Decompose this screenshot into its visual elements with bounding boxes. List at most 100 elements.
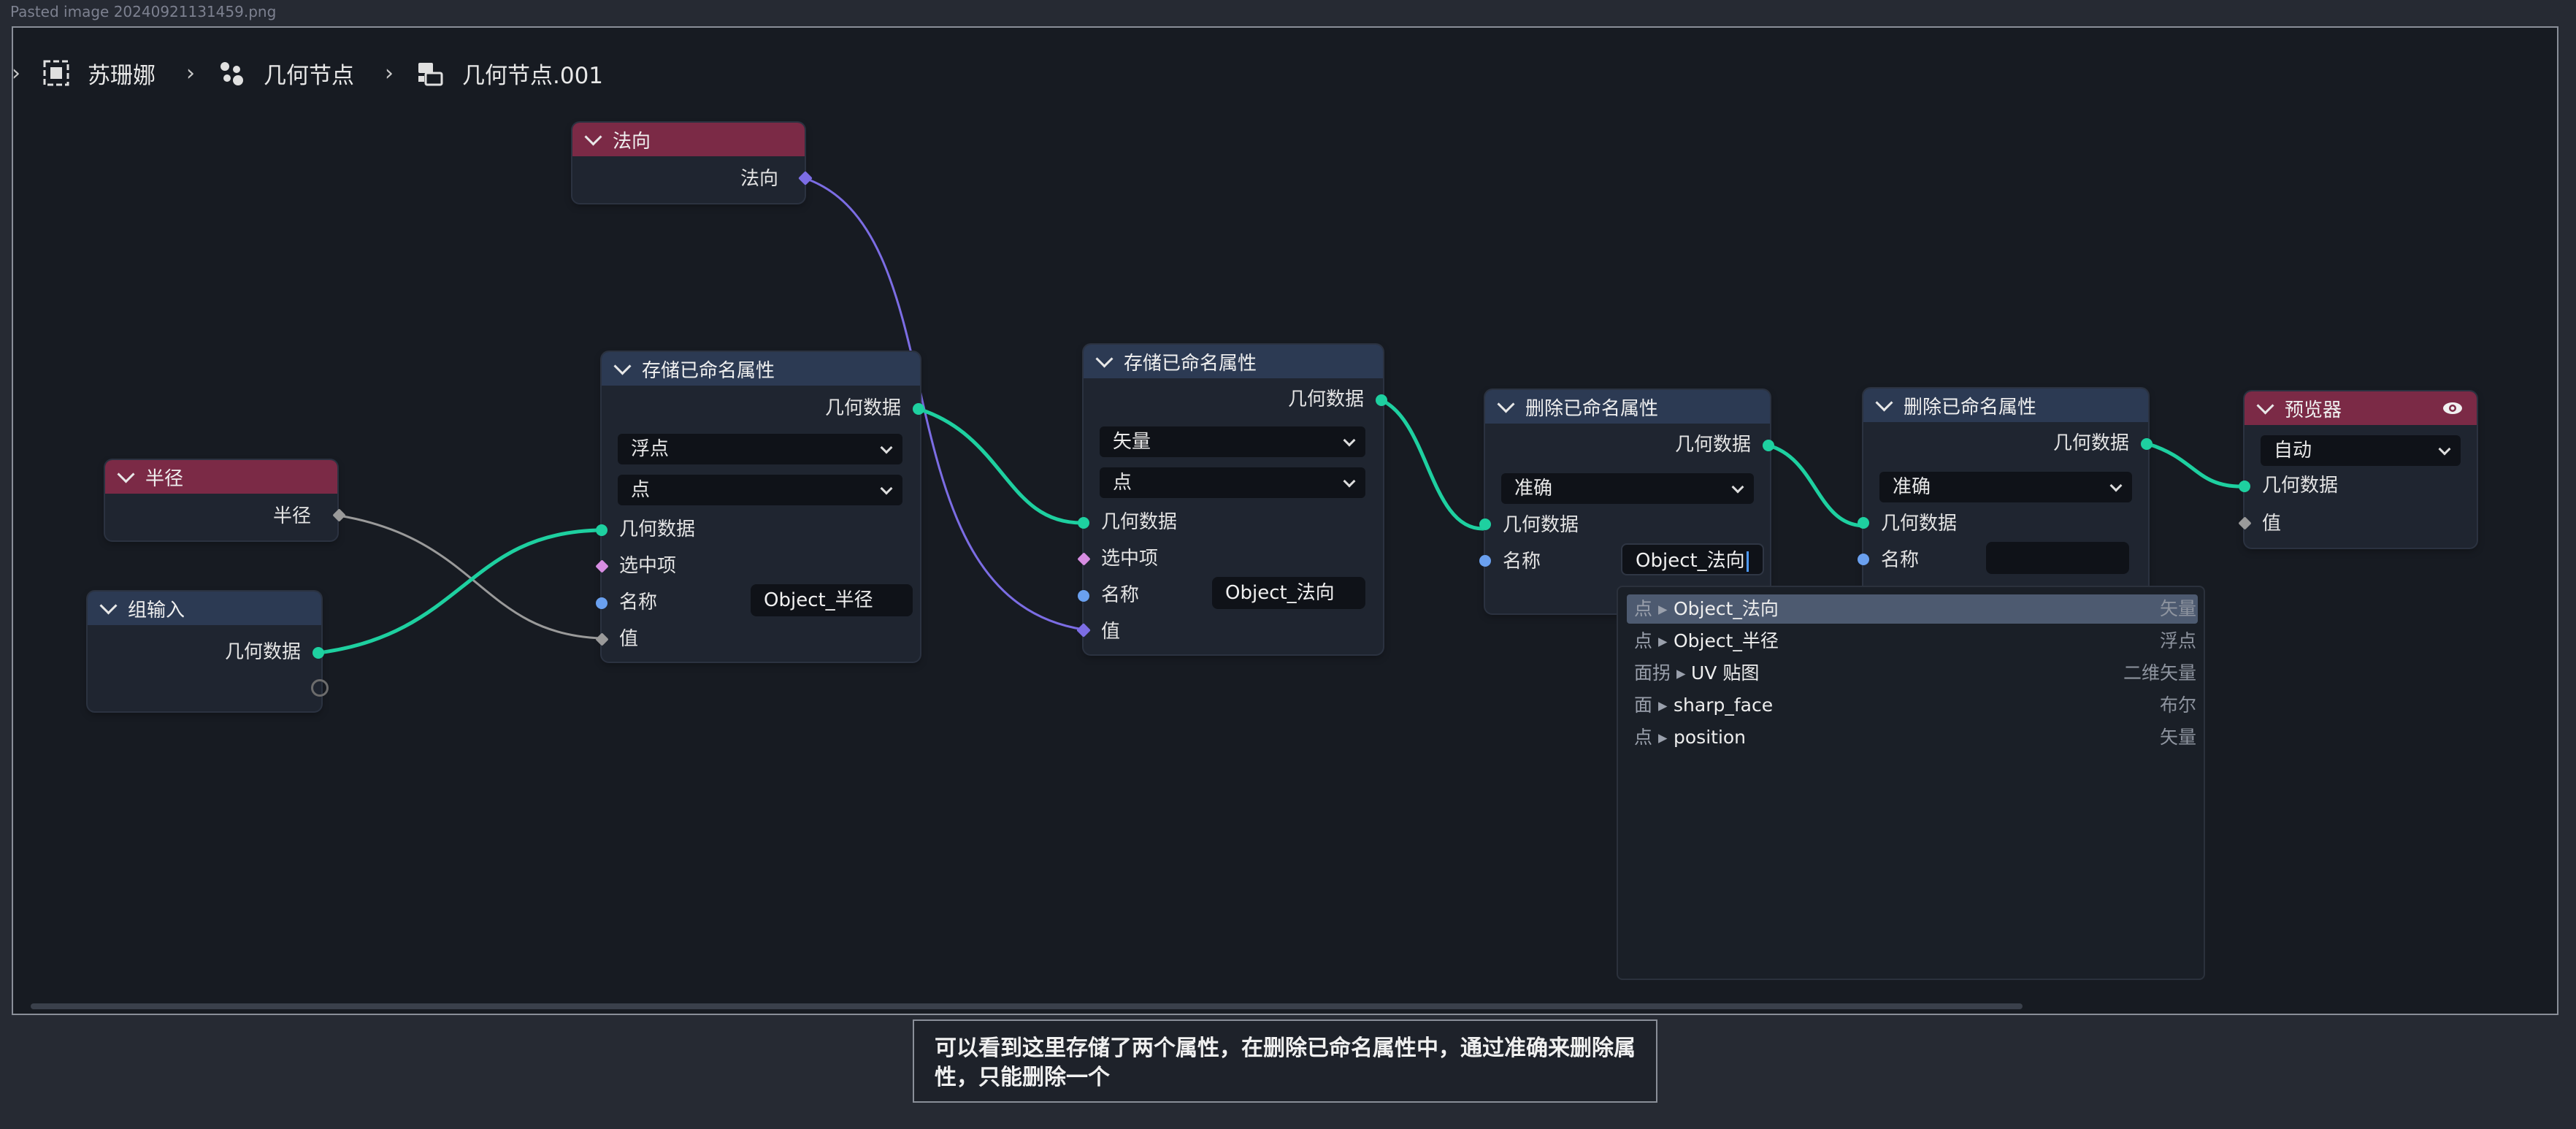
name-field[interactable]: Object_法向: [1212, 577, 1365, 609]
socket-input-geometry[interactable]: [1479, 518, 1491, 530]
dropdown-value: 浮点: [631, 438, 670, 460]
output-label: 法向: [740, 168, 778, 190]
name-field[interactable]: Object_半径: [751, 584, 913, 616]
input-label: 名称: [1101, 584, 1140, 606]
socket-input-geometry[interactable]: [596, 524, 607, 536]
node-remove-named-attribute-2[interactable]: 删除已命名属性 几何数据 准确 几何数据 名称: [1863, 389, 2148, 612]
socket-output-geometry[interactable]: [1763, 440, 1774, 451]
collapse-icon[interactable]: [117, 464, 135, 483]
socket-input-geometry[interactable]: [1078, 517, 1089, 529]
node-header[interactable]: 半径: [105, 460, 337, 494]
breadcrumb-node-tree[interactable]: 几何节点.001: [462, 62, 604, 89]
input-label: 值: [1101, 621, 1121, 643]
chevron-down-icon: [880, 482, 893, 495]
attribute-domain: 面拐 ▸: [1634, 662, 1686, 684]
attribute-name: position: [1674, 727, 1747, 748]
output-label: 几何数据: [224, 641, 301, 663]
socket-input-name[interactable]: [1858, 554, 1869, 565]
attribute-option[interactable]: 面拐 ▸ UV 贴图 二维矢量: [1627, 659, 2198, 688]
image-filename: Pasted image 20240921131459.png: [10, 3, 277, 20]
link-remove1-to-remove2-geometry: [1768, 443, 1864, 528]
eye-icon[interactable]: [2442, 400, 2464, 416]
socket-input-geometry[interactable]: [1858, 517, 1869, 529]
socket-output-geometry[interactable]: [2141, 438, 2153, 450]
attribute-option[interactable]: 点 ▸ Object_法向 矢量: [1627, 594, 2198, 624]
node-title: 半径: [145, 467, 184, 490]
socket-input-name[interactable]: [1078, 590, 1089, 602]
object-icon: [43, 60, 69, 86]
attribute-domain: 点 ▸: [1634, 727, 1668, 748]
attribute-name: Object_半径: [1674, 630, 1779, 651]
node-header[interactable]: 组输入: [88, 592, 321, 625]
input-label: 选中项: [1101, 548, 1159, 570]
node-viewer[interactable]: 预览器 自动 几何数据 值: [2245, 391, 2477, 548]
node-header[interactable]: 存储已命名属性: [602, 352, 920, 386]
horizontal-scrollbar[interactable]: [31, 1003, 2023, 1009]
dropdown-value: 点: [631, 479, 651, 501]
collapse-icon[interactable]: [584, 127, 602, 146]
chevron-down-icon: [2438, 443, 2451, 456]
node-store-named-attribute-2[interactable]: 存储已命名属性 几何数据 矢量 点 几何数据 选中项 名称 Object_法向 …: [1084, 345, 1383, 654]
breadcrumb: › 苏珊娜 › 几何节点 › 几何节点.001: [13, 53, 603, 93]
attribute-domain: 面 ▸: [1634, 694, 1668, 716]
breadcrumb-modifier[interactable]: 几何节点: [264, 62, 354, 89]
attribute-option[interactable]: 点 ▸ Object_半径 浮点: [1627, 627, 2198, 656]
node-header[interactable]: 删除已命名属性: [1863, 389, 2148, 422]
data-type-dropdown[interactable]: 浮点: [618, 434, 902, 464]
node-remove-named-attribute-1[interactable]: 删除已命名属性 几何数据 准确 几何数据 名称 Object_法向: [1485, 390, 1770, 613]
socket-output-geometry[interactable]: [313, 647, 324, 659]
pattern-mode-dropdown[interactable]: 准确: [1501, 473, 1754, 504]
collapse-icon[interactable]: [1875, 393, 1893, 412]
input-label: 值: [619, 628, 639, 650]
socket-input-name[interactable]: [1479, 555, 1491, 567]
attribute-option[interactable]: 面 ▸ sharp_face 布尔: [1627, 691, 2198, 720]
socket-input-geometry[interactable]: [2239, 481, 2250, 492]
attribute-name: sharp_face: [1674, 694, 1774, 716]
socket-empty[interactable]: [311, 679, 329, 697]
data-type-dropdown[interactable]: 矢量: [1100, 426, 1365, 457]
breadcrumb-object[interactable]: 苏珊娜: [88, 62, 156, 89]
text-cursor: [1746, 551, 1749, 572]
collapse-icon[interactable]: [1497, 394, 1515, 413]
chevron-right-icon: ›: [12, 60, 20, 86]
collapse-icon[interactable]: [2256, 396, 2274, 415]
node-title: 组输入: [128, 599, 185, 621]
dropdown-value: 自动: [2274, 440, 2312, 462]
node-title: 预览器: [2285, 399, 2342, 421]
socket-output-geometry[interactable]: [913, 403, 924, 415]
attribute-option[interactable]: 点 ▸ position 矢量: [1627, 723, 2198, 752]
node-store-named-attribute-1[interactable]: 存储已命名属性 几何数据 浮点 点 几何数据 选中项 名称 Object_半径 …: [602, 352, 920, 662]
node-group-input[interactable]: 组输入 几何数据: [88, 592, 321, 711]
attribute-search-popup[interactable]: 点 ▸ Object_法向 矢量 点 ▸ Object_半径 浮点 面拐 ▸ U…: [1617, 586, 2205, 980]
node-header[interactable]: 预览器: [2245, 391, 2477, 425]
attribute-type: 矢量: [2159, 727, 2196, 748]
domain-dropdown[interactable]: 点: [1100, 467, 1365, 498]
name-field-editing[interactable]: Object_法向: [1621, 543, 1764, 575]
collapse-icon[interactable]: [613, 356, 632, 375]
node-title: 删除已命名属性: [1525, 397, 1659, 420]
domain-dropdown[interactable]: 自动: [2261, 435, 2461, 466]
pattern-mode-dropdown[interactable]: 准确: [1879, 472, 2132, 502]
attribute-type: 布尔: [2159, 694, 2196, 716]
node-header[interactable]: 存储已命名属性: [1084, 345, 1383, 378]
chevron-down-icon: [1731, 481, 1744, 494]
link-store1-to-store2-geometry: [918, 407, 1084, 525]
node-header[interactable]: 法向: [572, 123, 805, 156]
socket-input-name[interactable]: [596, 597, 607, 609]
node-radius[interactable]: 半径 半径: [105, 460, 337, 540]
chevron-down-icon: [1343, 434, 1356, 447]
domain-dropdown[interactable]: 点: [618, 475, 902, 505]
attribute-type: 二维矢量: [2123, 662, 2196, 684]
input-label: 选中项: [619, 555, 677, 577]
socket-output-geometry[interactable]: [1376, 394, 1387, 406]
attribute-type: 浮点: [2159, 630, 2196, 651]
node-header[interactable]: 删除已命名属性: [1485, 390, 1770, 424]
node-editor-canvas[interactable]: › 苏珊娜 › 几何节点 › 几何节点.001 法向: [12, 26, 2558, 1015]
node-links: [318, 177, 2245, 655]
collapse-icon[interactable]: [99, 596, 118, 615]
chevron-right-icon: ›: [385, 60, 394, 86]
node-normal[interactable]: 法向 法向: [572, 123, 805, 203]
collapse-icon[interactable]: [1095, 349, 1113, 368]
name-field[interactable]: [1986, 542, 2129, 574]
link-store2-to-remove1-geometry: [1380, 398, 1486, 531]
